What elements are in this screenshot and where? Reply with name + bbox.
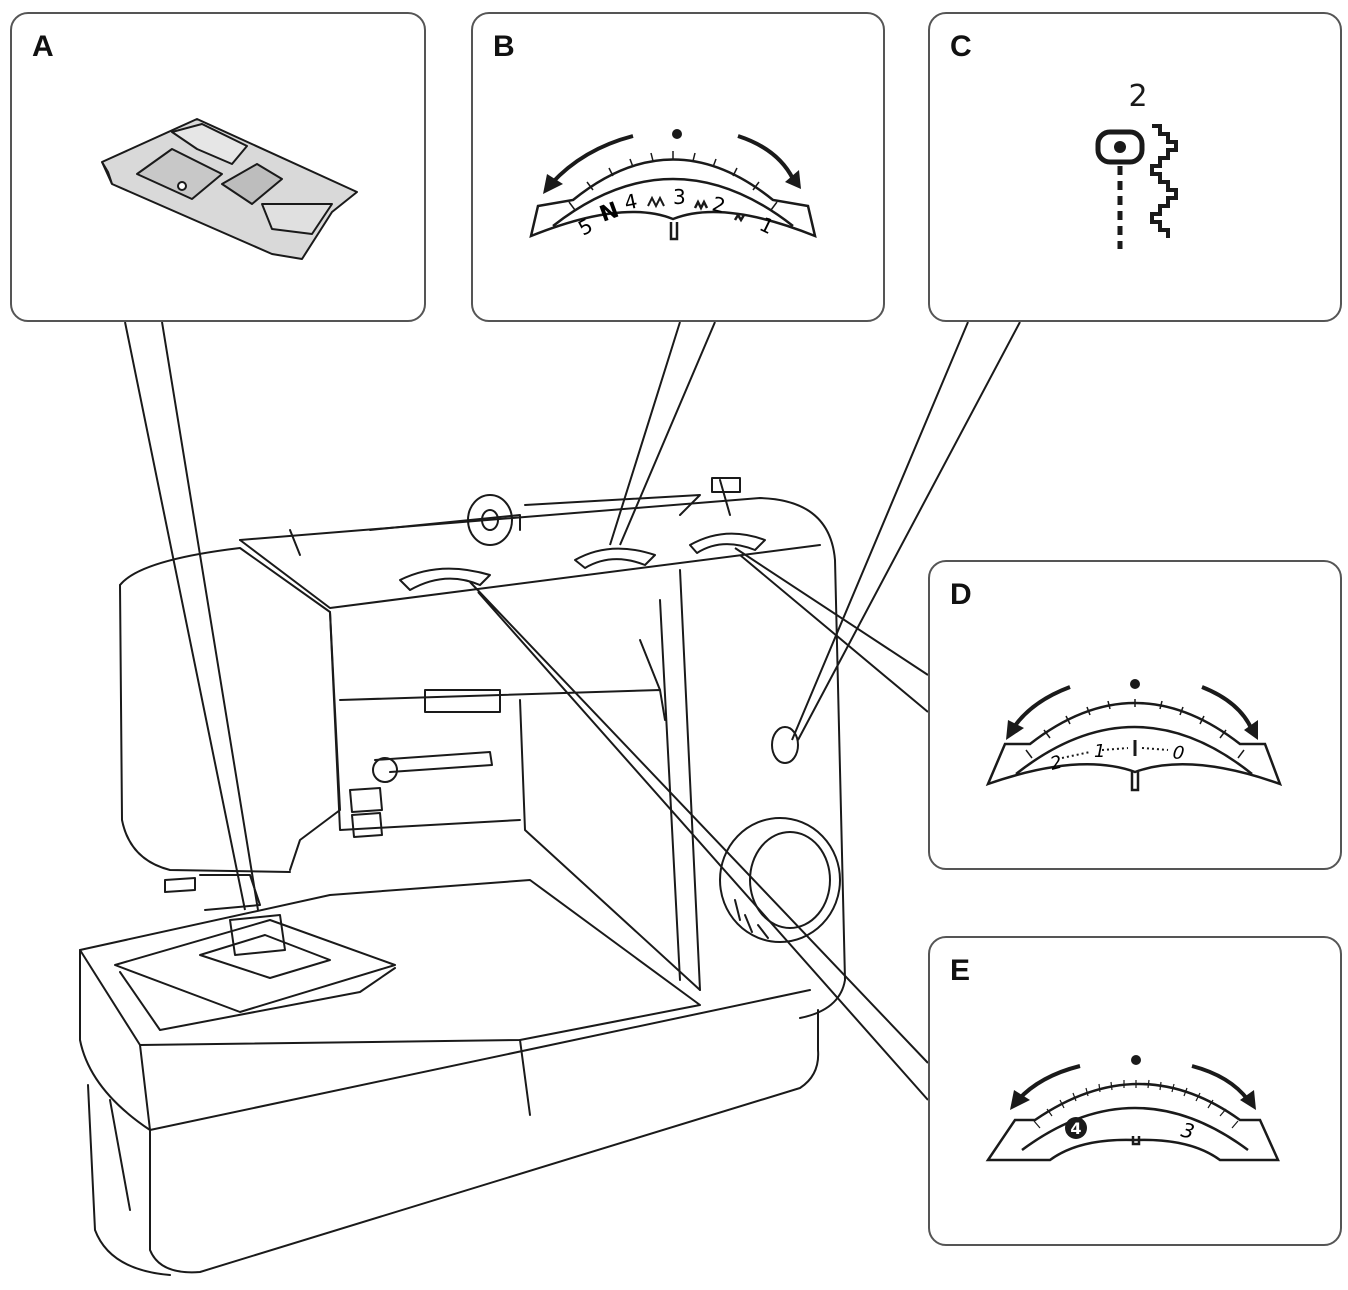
leader-line-e bbox=[469, 581, 929, 1101]
top-dial-middle bbox=[574, 547, 656, 569]
dial-number-2: 2 bbox=[710, 192, 728, 218]
dial-number-n: N bbox=[597, 198, 623, 228]
stitch-pattern-icon: 2 bbox=[1095, 79, 1178, 249]
rotate-right-arrow bbox=[737, 134, 795, 180]
panel-label-e: E bbox=[950, 954, 971, 987]
rotate-right-arrow bbox=[1191, 1064, 1250, 1102]
dial-number-3: 3 bbox=[673, 185, 686, 209]
panel-label-c: C bbox=[950, 30, 972, 63]
dial-indicator-dot bbox=[672, 129, 682, 139]
rotate-left-arrow bbox=[549, 134, 634, 186]
tension-dial: 4 3 bbox=[985, 1055, 1280, 1162]
panel-label-a: A bbox=[32, 30, 54, 63]
dial-number-2: 2 bbox=[1048, 752, 1064, 775]
panel-b: B 5 N 4 3 2 1 bbox=[471, 12, 885, 322]
dial-number-1: 1 bbox=[756, 212, 778, 239]
leader-line-b bbox=[609, 321, 716, 546]
needle-position-icon bbox=[1095, 129, 1145, 165]
top-dial-left bbox=[399, 567, 491, 591]
reverse-button bbox=[771, 726, 799, 764]
stitch-selector-window bbox=[424, 689, 501, 713]
handwheel bbox=[719, 817, 841, 943]
panel-d: D 2 1 0 bbox=[928, 560, 1342, 870]
dial-number-0: 0 bbox=[1171, 742, 1185, 764]
dial-number-4: 4 bbox=[622, 189, 639, 215]
leader-line-c bbox=[791, 321, 1021, 741]
leader-line-a bbox=[124, 321, 259, 911]
panel-a: A bbox=[10, 12, 426, 322]
stitch-width-dial: 2 1 0 bbox=[985, 679, 1283, 792]
dial-number-3: 3 bbox=[1179, 1118, 1197, 1144]
selected-number-badge bbox=[1065, 1117, 1087, 1139]
panel-label-b: B bbox=[493, 30, 515, 63]
rotate-right-arrow bbox=[1201, 685, 1254, 731]
dial-number-1: 1 bbox=[1094, 741, 1105, 762]
panel-label-d: D bbox=[950, 578, 972, 611]
needle-plate bbox=[114, 919, 396, 1013]
dial-indicator-dot bbox=[1130, 679, 1140, 689]
machine-base bbox=[79, 949, 820, 1274]
selected-number: 4 bbox=[1070, 1119, 1081, 1138]
presser-foot-icon bbox=[101, 118, 358, 260]
top-dial-right bbox=[689, 532, 766, 554]
stitch-length-dial: 5 N 4 3 2 1 bbox=[529, 129, 817, 240]
rotate-left-arrow bbox=[1016, 1064, 1081, 1102]
zigzag-stitch-icon bbox=[1150, 124, 1178, 238]
dial-indicator-dot bbox=[1131, 1055, 1141, 1065]
leader-line-d bbox=[734, 547, 929, 713]
machine-head bbox=[239, 497, 846, 1019]
panel-c: C 2 bbox=[928, 12, 1342, 322]
panel-e: E 4 3 bbox=[928, 936, 1342, 1246]
stitch-number: 2 bbox=[1128, 79, 1147, 114]
